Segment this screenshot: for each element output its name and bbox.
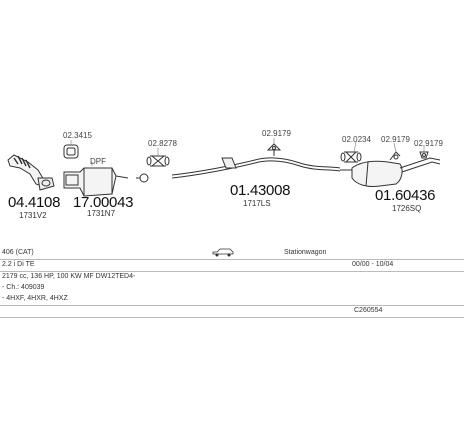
middle-pipe-part [171, 157, 341, 179]
part-number-01-60436: 01.60436 [375, 187, 436, 204]
part-number-17-00043: 17.00043 [73, 194, 134, 211]
part-code-02-9179-a: 02.9179 [262, 129, 291, 138]
part-code-02-3415: 02.3415 [63, 131, 92, 140]
rear-silencer-part [340, 157, 441, 187]
info-row-catalog: C260554 [0, 306, 464, 318]
info-row-chassis: - Ch.: 409039 [0, 283, 464, 294]
part-code-dpf: DPF [90, 157, 106, 166]
model-name: 406 (CAT) [2, 249, 34, 256]
part-sub-1717ls: 1717LS [243, 199, 271, 208]
part-code-02-9179-b: 02.9179 [381, 135, 410, 144]
exhaust-diagram: 02.3415 DPF 02.8278 02.9179 02.0234 02.9… [7, 129, 443, 220]
clamp-icon [136, 155, 170, 183]
hanger-icon [419, 151, 429, 159]
part-number-04-4108: 04.4108 [8, 194, 61, 211]
chassis-number: - Ch.: 409039 [2, 284, 45, 291]
part-code-02-9179-c: 02.9179 [414, 139, 443, 148]
rear-clamp-icon [340, 151, 362, 163]
exhaust-drawing [7, 138, 441, 197]
part-sub-1731v2: 1731V2 [19, 211, 47, 220]
front-pipe-part [7, 154, 55, 191]
info-row-model: 406 (CAT) Stationwagon [0, 248, 464, 260]
car-body-icon [212, 247, 234, 259]
part-sub-1731n7: 1731N7 [87, 209, 116, 218]
gasket-icon [63, 144, 79, 159]
production-dates: 00/00 - 10/04 [352, 261, 394, 268]
part-code-02-8278: 02.8278 [148, 139, 177, 148]
info-row-engine-codes: - 4HXF, 4HXR, 4HXZ [0, 294, 464, 306]
part-number-01-43008: 01.43008 [230, 182, 291, 199]
info-row-spec: 2179 cc, 136 HP, 100 KW MF DW12TED4- [0, 272, 464, 283]
part-sub-1726sq: 1726SQ [392, 204, 422, 213]
dpf-part [63, 167, 129, 197]
catalog-id: C260554 [354, 307, 383, 314]
info-row-engine: 2.2 i Di TE 00/00 - 10/04 [0, 260, 464, 272]
engine-spec: 2179 cc, 136 HP, 100 KW MF DW12TED4- [2, 273, 136, 280]
hanger-icon [266, 143, 282, 156]
body-type: Stationwagon [284, 249, 327, 256]
engine-codes: - 4HXF, 4HXR, 4HXZ [2, 295, 68, 302]
part-code-02-0234: 02.0234 [342, 135, 371, 144]
hanger-icon [389, 151, 401, 161]
engine-name: 2.2 i Di TE [2, 261, 35, 268]
